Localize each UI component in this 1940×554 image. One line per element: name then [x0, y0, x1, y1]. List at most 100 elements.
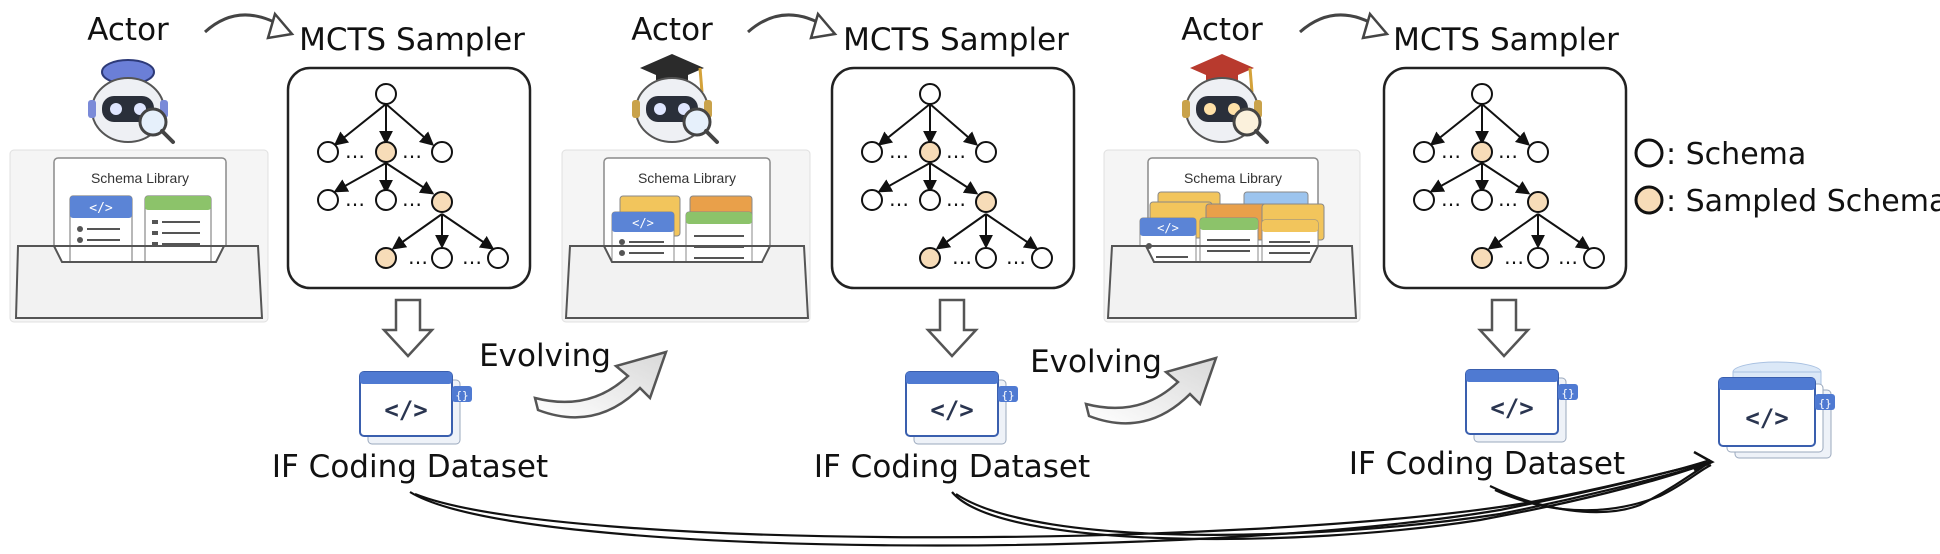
ellipsis: … — [1504, 245, 1524, 269]
dataset-window-icon: </> {} — [359, 371, 472, 445]
schema-node — [1583, 247, 1605, 269]
dataset-label: IF Coding Dataset — [814, 449, 1090, 485]
sampled-schema-node — [431, 191, 453, 213]
schema-library-label: Schema Library — [1184, 170, 1282, 186]
merge-curve — [1489, 461, 1711, 514]
merge-curve — [951, 460, 1711, 541]
schema-node — [1471, 83, 1493, 105]
actor-label: Actor — [631, 12, 713, 48]
merge-curve — [414, 461, 1709, 539]
schema-node — [317, 189, 339, 211]
down-arrow — [1477, 298, 1531, 358]
dataset-brace-glyph: {} — [1001, 389, 1014, 402]
merge-curves — [409, 450, 1715, 547]
sampled-legend-swatch — [1634, 185, 1664, 215]
dataset-brace-glyph: {} — [1561, 387, 1574, 400]
evolving-label: Evolving — [479, 338, 611, 374]
schema-library-box: Schema Library </> — [561, 149, 811, 323]
mcts-sampler-title: MCTS Sampler — [843, 22, 1069, 58]
ellipsis: … — [462, 245, 482, 269]
dataset-brace-glyph: {} — [455, 389, 468, 402]
stage-3: Actor Schema Library — [1103, 11, 1628, 482]
schema-library-label: Schema Library — [638, 170, 736, 186]
ellipsis: … — [889, 139, 909, 163]
sampled-schema-node — [1471, 247, 1493, 269]
sampled-schema-node — [375, 141, 397, 163]
dataset-code-glyph: </> — [384, 396, 427, 424]
legend-item-schema: : Schema — [1634, 137, 1806, 172]
mcts-tree-box: … … … … … … — [1382, 66, 1628, 290]
schema-node — [861, 189, 883, 211]
ellipsis: … — [1498, 187, 1518, 211]
final-dataset-code-glyph: </> — [1745, 404, 1788, 432]
sampled-schema-node — [975, 191, 997, 213]
schema-node — [1527, 141, 1549, 163]
ellipsis: … — [1006, 245, 1026, 269]
ellipsis: … — [889, 187, 909, 211]
dataset-window-icon: </> {} — [1465, 369, 1578, 443]
sampled-schema-node — [1527, 191, 1549, 213]
schema-node — [1031, 247, 1053, 269]
ellipsis: … — [345, 139, 365, 163]
ellipsis: … — [946, 139, 966, 163]
sampled-schema-node — [919, 141, 941, 163]
ellipsis: … — [345, 187, 365, 211]
merge-curve — [1494, 463, 1712, 512]
sampled-schema-node — [919, 247, 941, 269]
mcts-tree-box: … … … … … … — [830, 66, 1076, 290]
actor-to-sampler-arrow — [1299, 11, 1390, 40]
schema-library-box: Schema Library </> — [1103, 149, 1361, 323]
schema-node — [919, 189, 941, 211]
mcts-sampler-title: MCTS Sampler — [299, 22, 525, 58]
schema-node — [1527, 247, 1549, 269]
dataset-code-glyph: </> — [930, 396, 973, 424]
stage-2: Actor Schema Library — [561, 11, 1218, 485]
folder-code-glyph: </> — [632, 216, 654, 230]
schema-node — [431, 141, 453, 163]
schema-library-label: Schema Library — [91, 170, 189, 186]
evolving-arrow — [533, 350, 668, 419]
magnifier-icon — [1232, 107, 1269, 144]
schema-node — [1471, 189, 1493, 211]
merge-arrowhead-icon — [1693, 450, 1715, 472]
schema-node — [375, 189, 397, 211]
ellipsis: … — [402, 139, 422, 163]
schema-node — [431, 247, 453, 269]
schema-node — [919, 83, 941, 105]
schema-node — [1413, 189, 1435, 211]
folder-code: </> — [69, 195, 133, 279]
dataset-label: IF Coding Dataset — [272, 449, 548, 485]
schema-node — [317, 141, 339, 163]
legend-schema-label: : Schema — [1666, 137, 1806, 172]
final-dataset-brace-glyph: {} — [1818, 397, 1831, 410]
final-dataset-stack-icon: </> {} — [1718, 361, 1835, 459]
down-arrow — [925, 298, 979, 358]
ellipsis: … — [1498, 139, 1518, 163]
evolving-arrow — [1084, 356, 1218, 425]
ellipsis: … — [946, 187, 966, 211]
down-arrow — [381, 298, 435, 358]
schema-library-box: Schema Library </> — [9, 149, 269, 323]
schema-node — [975, 141, 997, 163]
mcts-tree-box: … … … … … … — [286, 66, 532, 290]
schema-node — [375, 83, 397, 105]
stage-1: Actor Schema Library — [9, 11, 668, 485]
actor-to-sampler-arrow — [203, 11, 295, 40]
ellipsis: … — [952, 245, 972, 269]
dataset-label: IF Coding Dataset — [1349, 446, 1625, 482]
ellipsis: … — [1441, 187, 1461, 211]
folder-code-glyph: </> — [1157, 221, 1179, 235]
ellipsis: … — [402, 187, 422, 211]
ellipsis: … — [1441, 139, 1461, 163]
magnifier-icon — [682, 107, 719, 144]
merge-curve — [955, 462, 1710, 536]
legend-sampled-label: : Sampled Schema — [1666, 184, 1940, 219]
schema-node — [861, 141, 883, 163]
evolving-label: Evolving — [1030, 344, 1162, 380]
actor-label: Actor — [1181, 12, 1263, 48]
magnifier-icon — [138, 107, 175, 144]
legend: : Schema : Sampled Schema — [1634, 137, 1940, 219]
sampled-schema-node — [1471, 141, 1493, 163]
actor-label: Actor — [87, 12, 169, 48]
legend-item-sampled: : Sampled Schema — [1634, 184, 1940, 219]
